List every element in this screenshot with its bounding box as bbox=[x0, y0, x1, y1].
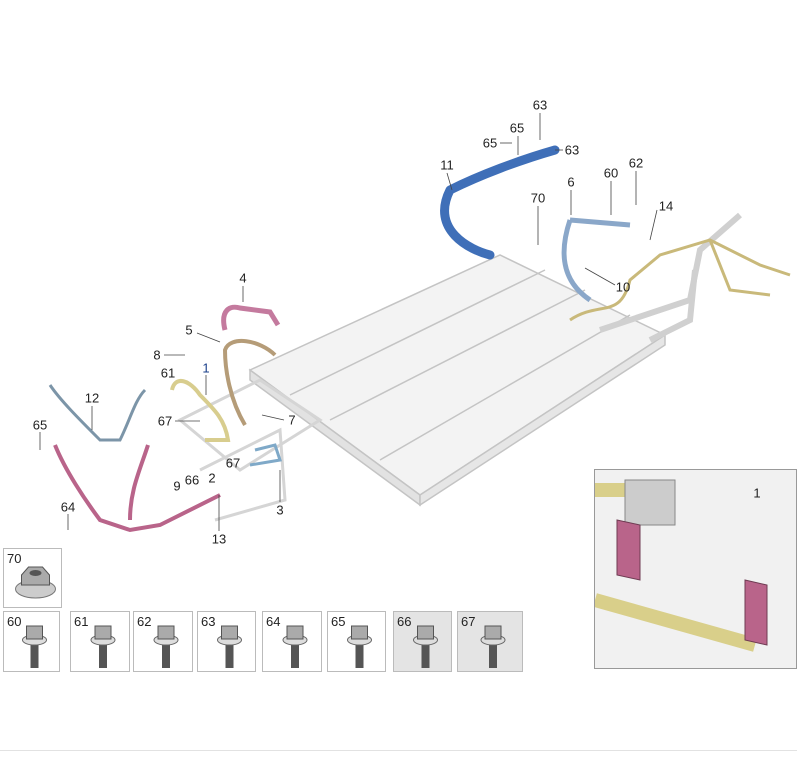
fastener-61: 61 bbox=[70, 611, 130, 672]
callout-65: 65 bbox=[509, 120, 525, 136]
harness-2 bbox=[170, 379, 231, 442]
fastener-63: 63 bbox=[197, 611, 256, 672]
callout-11: 11 bbox=[440, 157, 454, 173]
hex-flange-bolt-icon bbox=[480, 625, 506, 668]
fastener-64: 64 bbox=[262, 611, 322, 672]
fastener-number: 60 bbox=[7, 614, 22, 629]
fastener-number: 65 bbox=[331, 614, 346, 629]
fastener-number: 62 bbox=[137, 614, 152, 629]
fastener-60: 60 bbox=[3, 611, 60, 672]
fastener-62: 62 bbox=[133, 611, 193, 672]
callout-60: 60 bbox=[603, 165, 619, 181]
fastener-number: 63 bbox=[201, 614, 216, 629]
callout-63: 63 bbox=[532, 97, 548, 113]
harness-13 bbox=[53, 444, 221, 533]
callout-66: 66 bbox=[184, 472, 200, 488]
fastener-number: 61 bbox=[74, 614, 89, 629]
hex-flange-bolt-icon bbox=[413, 625, 438, 668]
harness-14 bbox=[569, 238, 791, 322]
callout-13: 13 bbox=[211, 531, 227, 547]
callout-14: 14 bbox=[658, 198, 674, 214]
callout-65: 65 bbox=[482, 135, 498, 151]
callout-5: 5 bbox=[185, 322, 193, 338]
callout-2: 2 bbox=[208, 470, 216, 486]
callout-7: 7 bbox=[288, 412, 296, 428]
fastener-67: 67 bbox=[457, 611, 523, 672]
hex-flange-bolt-icon bbox=[22, 625, 47, 668]
fastener-65: 65 bbox=[327, 611, 386, 672]
callout-8: 8 bbox=[153, 347, 161, 363]
fastener-number: 67 bbox=[461, 614, 476, 629]
callout-64: 64 bbox=[60, 499, 76, 515]
callout-70: 70 bbox=[530, 190, 546, 206]
fastener-number: 70 bbox=[7, 551, 22, 566]
fastener-number: 64 bbox=[266, 614, 281, 629]
callout-10: 10 bbox=[615, 279, 631, 295]
callout-1: 1 bbox=[202, 360, 210, 376]
callout-12: 12 bbox=[84, 390, 100, 406]
fastener-70: 70 bbox=[3, 548, 62, 608]
harness-4 bbox=[221, 304, 281, 331]
divider bbox=[0, 750, 797, 751]
callout-3: 3 bbox=[276, 502, 284, 518]
callout-6: 6 bbox=[567, 174, 575, 190]
harness-3 bbox=[249, 443, 282, 467]
callout-61: 61 bbox=[160, 365, 176, 381]
callout-65: 65 bbox=[32, 417, 48, 433]
fastener-66: 66 bbox=[393, 611, 452, 672]
socket-cap-screw-icon bbox=[217, 625, 242, 668]
callout-63: 63 bbox=[564, 142, 580, 158]
harness-5 bbox=[222, 338, 277, 427]
hex-flange-bolt-icon bbox=[90, 625, 116, 668]
detail-inset bbox=[594, 469, 797, 669]
hex-flange-bolt-icon bbox=[282, 625, 308, 668]
battery-tray bbox=[248, 254, 667, 507]
inset-drawing bbox=[595, 470, 796, 668]
torx-pan-screw-icon bbox=[153, 625, 179, 668]
flange-nut-icon bbox=[15, 566, 56, 599]
callout-9: 9 bbox=[173, 478, 181, 494]
harness-12 bbox=[48, 384, 147, 442]
hex-flange-bolt-icon bbox=[347, 625, 372, 668]
callout-62: 62 bbox=[628, 155, 644, 171]
harness-6 bbox=[561, 217, 631, 303]
callout-67: 67 bbox=[225, 455, 241, 471]
callout-4: 4 bbox=[239, 270, 247, 286]
fastener-number: 66 bbox=[397, 614, 412, 629]
inset-callout-1: 1 bbox=[753, 485, 761, 501]
harness-11 bbox=[440, 145, 560, 260]
callout-67: 67 bbox=[157, 413, 173, 429]
